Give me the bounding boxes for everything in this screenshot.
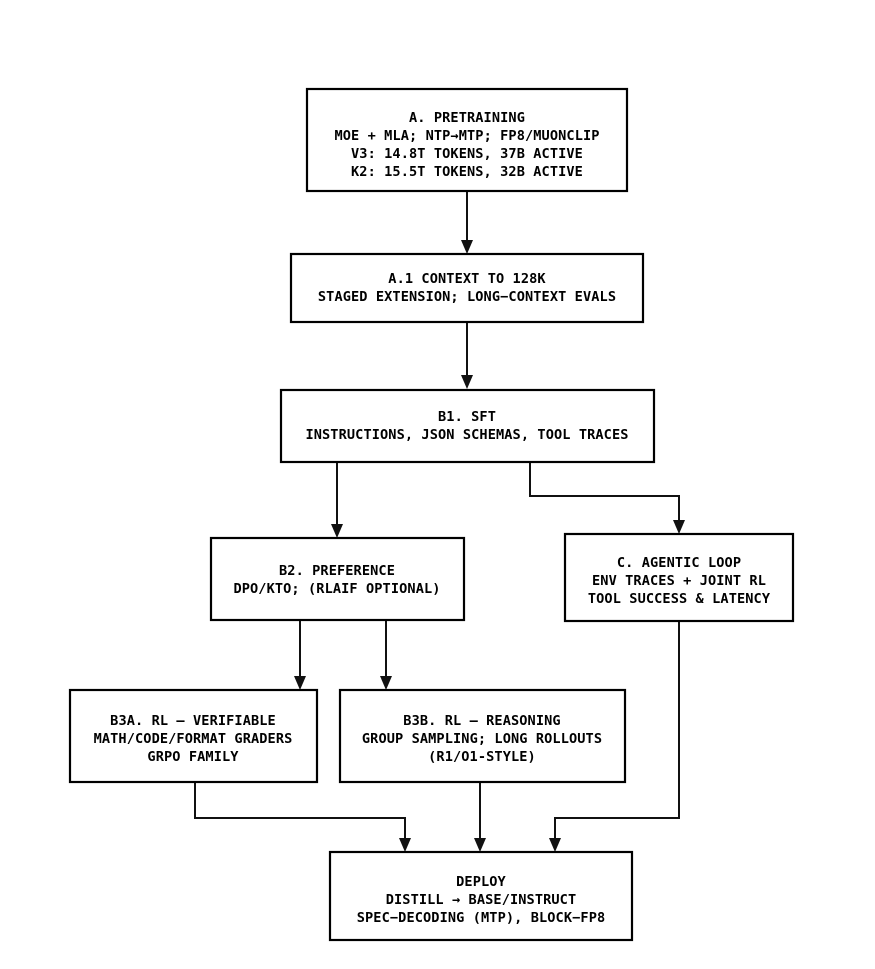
arrow-head-icon bbox=[461, 375, 473, 389]
node-rl-reasoning-line-2: (R1/O1-STYLE) bbox=[428, 749, 536, 765]
node-pretraining-line-0: A. PRETRAINING bbox=[409, 110, 525, 126]
arrow-head-icon bbox=[673, 520, 685, 534]
node-agentic-line-0: C. AGENTIC LOOP bbox=[617, 555, 741, 571]
node-preference-box[interactable] bbox=[209, 536, 466, 622]
node-preference-line-1: DPO/KTO; (RLAIF OPTIONAL) bbox=[233, 581, 440, 597]
node-deploy[interactable]: DEPLOY DISTILL → BASE/INSTRUCT SPEC−DECO… bbox=[328, 850, 634, 942]
node-sft[interactable]: B1. SFT INSTRUCTIONS, JSON SCHEMAS, TOOL… bbox=[279, 388, 656, 464]
node-deploy-line-0: DEPLOY bbox=[456, 874, 506, 890]
edge-rl-reasoning-to-deploy bbox=[474, 782, 486, 852]
edge-pretraining-to-context bbox=[461, 191, 473, 254]
node-context-box[interactable] bbox=[289, 252, 645, 324]
edge-sft-to-preference bbox=[331, 462, 343, 538]
edge-preference-to-rl-reasoning bbox=[380, 620, 392, 690]
node-rl-verifiable-line-0: B3A. RL — VERIFIABLE bbox=[110, 713, 276, 729]
edge-sft-to-agentic bbox=[529, 462, 685, 534]
arrow-head-icon bbox=[474, 838, 486, 852]
node-sft-box[interactable] bbox=[279, 388, 656, 464]
node-agentic-line-2: TOOL SUCCESS & LATENCY bbox=[588, 591, 771, 607]
nodes-layer: A. PRETRAINING MOE + MLA; NTP→MTP; FP8/M… bbox=[68, 87, 795, 942]
node-preference[interactable]: B2. PREFERENCE DPO/KTO; (RLAIF OPTIONAL) bbox=[209, 536, 466, 622]
node-rl-verifiable-line-2: GRPO FAMILY bbox=[147, 749, 239, 765]
arrow-head-icon bbox=[294, 676, 306, 690]
node-rl-verifiable-box[interactable] bbox=[68, 688, 319, 784]
node-rl-reasoning-line-1: GROUP SAMPLING; LONG ROLLOUTS bbox=[362, 731, 602, 747]
node-pretraining[interactable]: A. PRETRAINING MOE + MLA; NTP→MTP; FP8/M… bbox=[305, 87, 629, 193]
arrow-head-icon bbox=[399, 838, 411, 852]
node-context-line-1: STAGED EXTENSION; LONG−CONTEXT EVALS bbox=[318, 289, 616, 305]
arrow-head-icon bbox=[380, 676, 392, 690]
node-pretraining-line-1: MOE + MLA; NTP→MTP; FP8/MUONCLIP bbox=[334, 128, 599, 144]
edge-context-to-sft bbox=[461, 322, 473, 389]
arrow-head-icon bbox=[331, 524, 343, 538]
node-rl-reasoning-box[interactable] bbox=[338, 688, 627, 784]
node-deploy-box[interactable] bbox=[328, 850, 634, 942]
node-sft-line-0: B1. SFT bbox=[438, 409, 496, 425]
node-rl-verifiable[interactable]: B3A. RL — VERIFIABLE MATH/CODE/FORMAT GR… bbox=[68, 688, 319, 784]
node-deploy-line-2: SPEC−DECODING (MTP), BLOCK−FP8 bbox=[357, 910, 606, 926]
node-deploy-line-1: DISTILL → BASE/INSTRUCT bbox=[386, 892, 577, 908]
edge-agentic-to-deploy bbox=[549, 621, 680, 852]
node-rl-reasoning-line-0: B3B. RL — REASONING bbox=[403, 713, 560, 729]
node-context-line-0: A.1 CONTEXT TO 128K bbox=[388, 271, 546, 287]
edge-preference-to-rl-verifiable bbox=[294, 620, 306, 690]
node-pretraining-line-3: K2: 15.5T TOKENS, 32B ACTIVE bbox=[351, 164, 583, 180]
edges-layer bbox=[194, 191, 685, 852]
node-agentic-line-1: ENV TRACES + JOINT RL bbox=[592, 573, 766, 589]
node-sft-line-1: INSTRUCTIONS, JSON SCHEMAS, TOOL TRACES bbox=[305, 427, 628, 443]
node-pretraining-line-2: V3: 14.8T TOKENS, 37B ACTIVE bbox=[351, 146, 583, 162]
node-pretraining-box[interactable] bbox=[305, 87, 629, 193]
edge-rl-verifiable-to-deploy bbox=[194, 782, 411, 852]
node-preference-line-0: B2. PREFERENCE bbox=[279, 563, 395, 579]
node-rl-verifiable-line-1: MATH/CODE/FORMAT GRADERS bbox=[94, 731, 293, 747]
node-agentic[interactable]: C. AGENTIC LOOP ENV TRACES + JOINT RL TO… bbox=[563, 532, 795, 623]
arrow-head-icon bbox=[549, 838, 561, 852]
node-rl-reasoning[interactable]: B3B. RL — REASONING GROUP SAMPLING; LONG… bbox=[338, 688, 627, 784]
node-context[interactable]: A.1 CONTEXT TO 128K STAGED EXTENSION; LO… bbox=[289, 252, 645, 324]
arrow-head-icon bbox=[461, 240, 473, 254]
node-agentic-box[interactable] bbox=[563, 532, 795, 623]
